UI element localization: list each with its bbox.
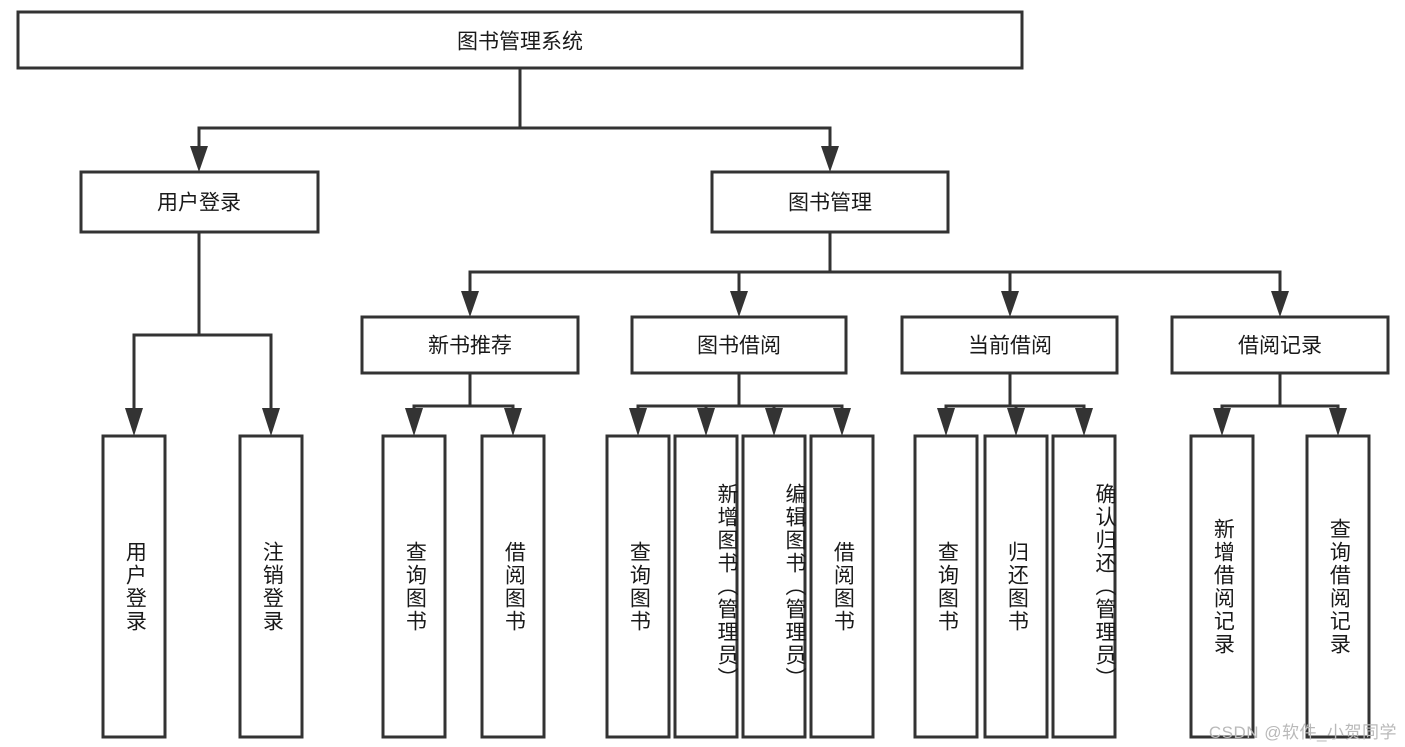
arrow-head-book-borrow xyxy=(730,291,748,317)
arrow-head-leaf-cb-3 xyxy=(1075,408,1093,436)
node-box-root[interactable] xyxy=(16,10,1024,70)
arrow-head-leaf-nbr-1 xyxy=(405,408,423,436)
leaf-box-br-1[interactable] xyxy=(1189,434,1255,739)
arrow-head-borrow-record xyxy=(1271,291,1289,317)
arrow-head-book-mgmt xyxy=(821,146,839,172)
leaf-box-user-login-1[interactable] xyxy=(101,434,167,739)
node-root[interactable] xyxy=(16,10,1024,70)
node-box-borrow-record[interactable] xyxy=(1170,315,1390,375)
arrow-head-new-book-recommend xyxy=(461,291,479,317)
node-label-borrow-record: 借阅记录 xyxy=(1238,335,1322,358)
node-new-book-recommend[interactable] xyxy=(360,315,580,375)
node-label-book-management: 图书管理 xyxy=(788,192,872,215)
node-box-current-borrow[interactable] xyxy=(900,315,1119,375)
arrow-head-leaf-br-1 xyxy=(1213,408,1231,436)
node-label-new-book-recommend: 新书推荐 xyxy=(428,335,512,358)
arrow-head-leaf-user-login-1 xyxy=(125,408,143,436)
node-current-borrow[interactable] xyxy=(900,315,1119,375)
leaf-box-nbr-1[interactable] xyxy=(381,434,447,739)
node-box-user-login[interactable] xyxy=(79,170,320,234)
arrow-head-current-borrow xyxy=(1001,291,1019,317)
connector-group-borrow-record xyxy=(1213,371,1347,436)
node-label-root: 图书管理系统 xyxy=(457,31,583,54)
arrow-head-user-login xyxy=(190,146,208,172)
connector-group-book-mgmt xyxy=(461,230,1289,317)
node-box-new-book-recommend[interactable] xyxy=(360,315,580,375)
leaf-box-bb-4[interactable] xyxy=(809,434,875,739)
node-label-book-borrow: 图书借阅 xyxy=(697,335,781,358)
connector-group-user-login xyxy=(125,230,280,436)
arrow-head-leaf-cb-2 xyxy=(1007,408,1025,436)
watermark-text: CSDN @软件_小贺同学 xyxy=(1208,723,1397,742)
node-box-book-borrow[interactable] xyxy=(630,315,848,375)
leaf-box-nbr-2[interactable] xyxy=(480,434,546,739)
node-book-management[interactable] xyxy=(710,170,950,234)
arrow-head-leaf-user-login-2 xyxy=(262,408,280,436)
node-label-user-login: 用户登录 xyxy=(157,192,241,215)
leaf-box-bb-3[interactable] xyxy=(741,434,807,739)
arrow-head-leaf-br-2 xyxy=(1329,408,1347,436)
connector-group-current-borrow xyxy=(937,371,1093,436)
node-user-login[interactable] xyxy=(79,170,320,234)
leaf-box-bb-2[interactable] xyxy=(673,434,739,739)
node-box-book-management[interactable] xyxy=(710,170,950,234)
node-label-current-borrow: 当前借阅 xyxy=(968,335,1052,358)
arrow-head-leaf-bb-4 xyxy=(833,408,851,436)
connector-group-book-borrow xyxy=(629,371,851,436)
leaf-box-cb-1[interactable] xyxy=(913,434,979,739)
connector-group-new-book-recommend xyxy=(405,371,522,436)
node-book-borrow[interactable] xyxy=(630,315,848,375)
arrow-head-leaf-cb-1 xyxy=(937,408,955,436)
arrow-head-leaf-nbr-2 xyxy=(504,408,522,436)
leaf-box-user-login-2[interactable] xyxy=(238,434,304,739)
leaf-box-cb-3[interactable] xyxy=(1051,434,1117,739)
node-borrow-record[interactable] xyxy=(1170,315,1390,375)
arrow-head-leaf-bb-2 xyxy=(697,408,715,436)
leaf-box-cb-2[interactable] xyxy=(983,434,1049,739)
arrow-head-leaf-bb-3 xyxy=(765,408,783,436)
leaf-box-bb-1[interactable] xyxy=(605,434,671,739)
arrow-head-leaf-bb-1 xyxy=(629,408,647,436)
leaf-box-br-2[interactable] xyxy=(1305,434,1371,739)
connector-group-root xyxy=(190,66,839,172)
